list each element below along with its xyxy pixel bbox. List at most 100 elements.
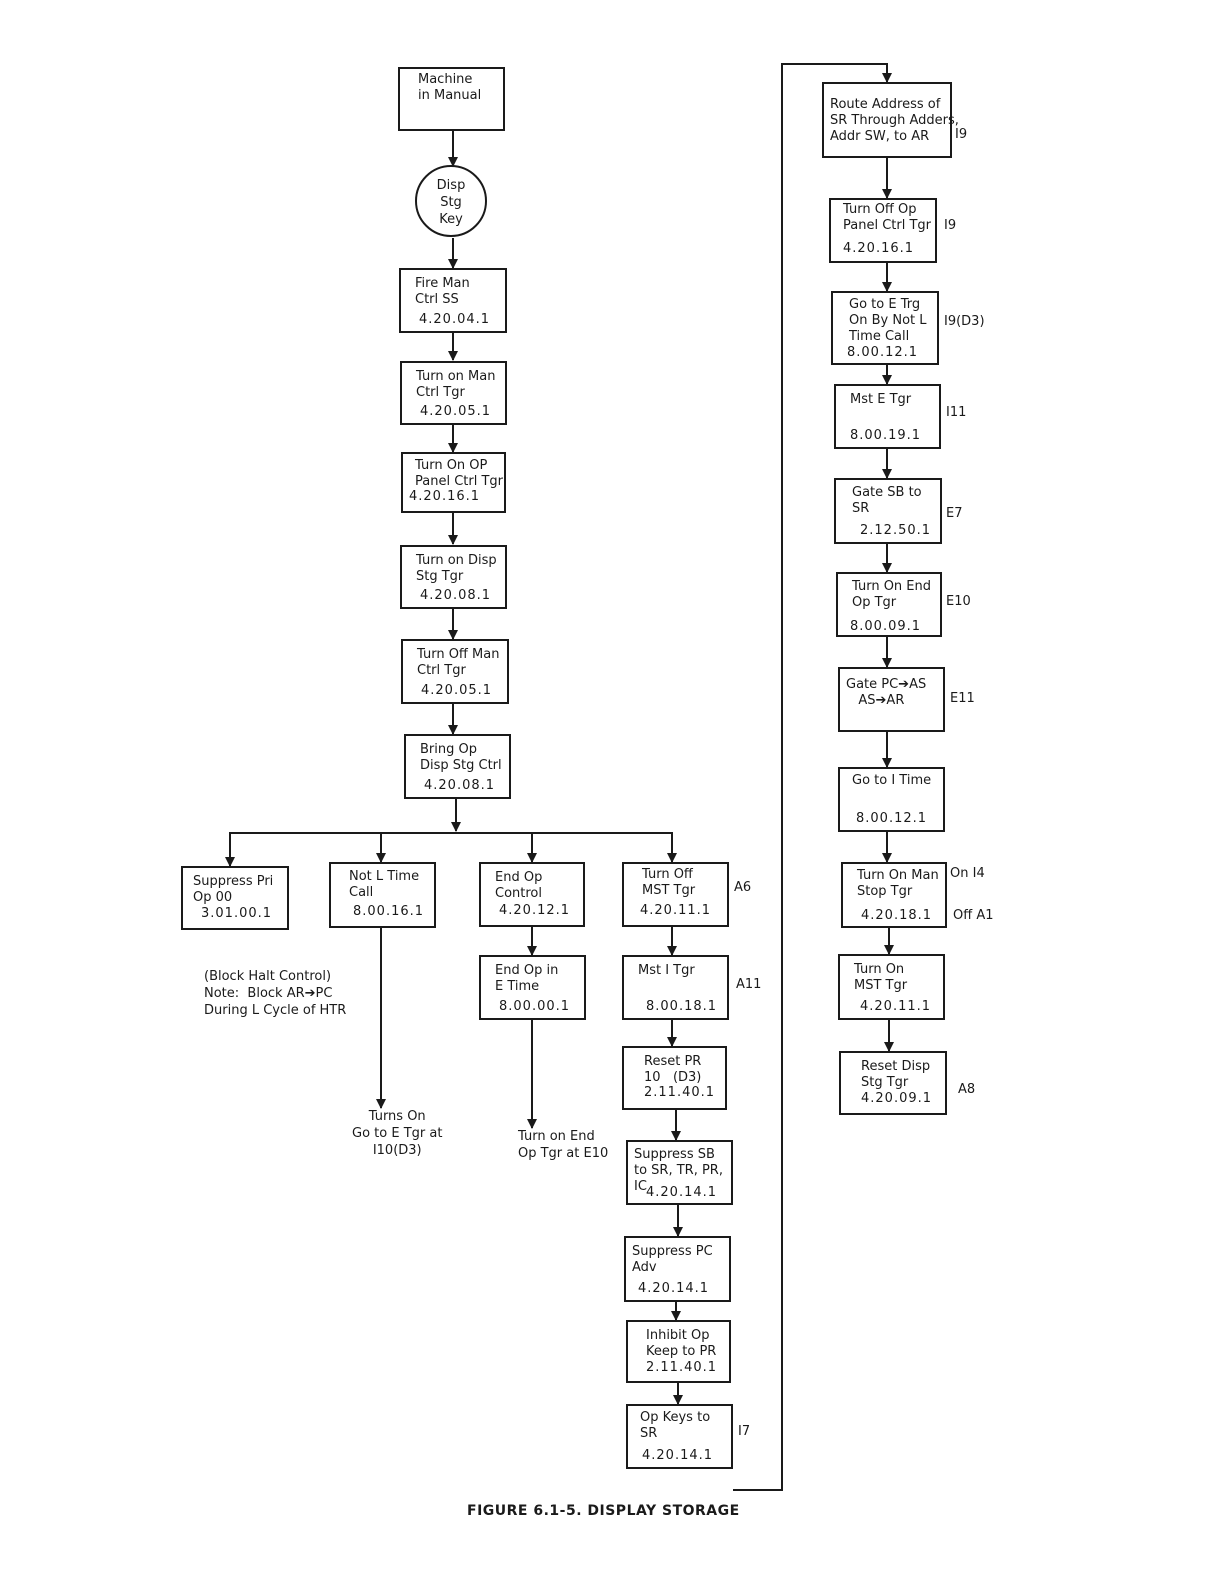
step-code: 8.00.09.1: [850, 619, 922, 634]
step-mst-e-tgr: Mst E Tgr 8.00.19.1: [834, 384, 941, 449]
step-code: 8.00.16.1: [353, 904, 425, 919]
step-suppress-pc: Suppress PC Adv 4.20.14.1: [624, 1236, 731, 1302]
step-text: Not L Time Call: [349, 869, 420, 900]
step-text: Suppress SB to SR, TR, PR, IC: [634, 1147, 723, 1194]
step-code: 3.01.00.1: [201, 906, 273, 921]
ref-label: I9(D3): [944, 314, 985, 329]
step-text: End Op in E Time: [495, 963, 559, 994]
step-turn-off-man-ctrl: Turn Off Man Ctrl Tgr 4.20.05.1: [401, 639, 509, 704]
step-text: Go to E Trg On By Not L Time Call: [849, 297, 927, 344]
ref-label-off: Off A1: [953, 908, 994, 923]
step-code: 4.20.09.1: [861, 1091, 933, 1106]
step-code: 4.20.16.1: [843, 241, 915, 256]
step-code: 4.20.14.1: [642, 1448, 714, 1463]
step-turn-on-op-panel: Turn On OP Panel Ctrl Tgr 4.20.16.1: [401, 452, 506, 513]
step-code: 8.00.18.1: [646, 999, 718, 1014]
step-turn-on-mst: Turn On MST Tgr 4.20.11.1: [838, 954, 945, 1020]
step-text: Turn on Man Ctrl Tgr: [416, 369, 496, 400]
step-suppress-pri: Suppress Pri Op 00 3.01.00.1: [181, 866, 289, 930]
step-reset-pr: Reset PR 10 (D3) 2.11.40.1: [622, 1046, 727, 1110]
step-code: 4.20.11.1: [860, 999, 932, 1014]
step-gate-sb-to-sr: Gate SB to SR 2.12.50.1: [834, 478, 942, 544]
step-code: 4.20.14.1: [646, 1185, 718, 1200]
step-turn-on-man-stop: Turn On Man Stop Tgr 4.20.18.1: [841, 862, 947, 928]
step-text: Reset Disp Stg Tgr: [861, 1059, 931, 1090]
step-not-l-time-call: Not L Time Call 8.00.16.1: [329, 862, 436, 928]
step-code: 8.00.12.1: [847, 345, 919, 360]
turns-on-note: Turns On Go to E Tgr at I10(D3): [352, 1109, 443, 1158]
turn-on-end-note: Turn on End Op Tgr at E10: [518, 1129, 609, 1161]
ref-label-on: On I4: [950, 866, 985, 881]
figure-caption: FIGURE 6.1-5. DISPLAY STORAGE: [467, 1503, 740, 1519]
ref-label: E11: [950, 691, 975, 706]
step-code: 4.20.12.1: [499, 903, 571, 918]
step-code: 4.20.08.1: [424, 778, 496, 793]
step-text: Turn On End Op Tgr: [852, 579, 932, 610]
step-code: 4.20.14.1: [638, 1281, 710, 1296]
step-text: Turn Off Op Panel Ctrl Tgr: [843, 202, 932, 233]
step-reset-disp-stg: Reset Disp Stg Tgr 4.20.09.1: [839, 1051, 947, 1115]
start-box: Machine in Manual: [398, 67, 505, 131]
ref-label: I9: [944, 218, 957, 233]
step-turn-off-op-panel: Turn Off Op Panel Ctrl Tgr 4.20.16.1: [829, 198, 937, 263]
step-go-to-i-time: Go to I Time 8.00.12.1: [838, 767, 945, 832]
step-text: Gate SB to SR: [852, 485, 922, 516]
step-text: Turn on Disp Stg Tgr: [416, 553, 497, 584]
step-text: Inhibit Op Keep to PR: [646, 1328, 717, 1359]
disp-stg-key-circle: Disp Stg Key: [415, 165, 487, 237]
step-text: Turn On MST Tgr: [854, 962, 908, 993]
step-end-op-e-time: End Op in E Time 8.00.00.1: [479, 955, 586, 1020]
step-inhibit-op: Inhibit Op Keep to PR 2.11.40.1: [626, 1320, 731, 1383]
step-text: Turn Off Man Ctrl Tgr: [417, 647, 500, 678]
step-op-keys: Op Keys to SR 4.20.14.1: [626, 1404, 733, 1469]
step-fire-man-ctrl: Fire Man Ctrl SS 4.20.04.1: [399, 268, 507, 333]
step-turn-on-disp-stg: Turn on Disp Stg Tgr 4.20.08.1: [400, 545, 507, 609]
step-code: 4.20.04.1: [419, 312, 491, 327]
step-text: Mst I Tgr: [638, 963, 695, 978]
step-text: Reset PR 10 (D3): [644, 1054, 702, 1085]
step-code: 4.20.16.1: [409, 489, 481, 504]
step-code: 4.20.11.1: [640, 903, 712, 918]
step-code: 4.20.08.1: [420, 588, 492, 603]
step-text: Op Keys to SR: [640, 1410, 711, 1441]
ref-label: I7: [738, 1424, 751, 1439]
step-code: 8.00.19.1: [850, 428, 922, 443]
step-bring-op: Bring Op Disp Stg Ctrl 4.20.08.1: [404, 734, 511, 799]
block-halt-note: (Block Halt Control) Note: Block AR➔PC D…: [204, 969, 347, 1018]
step-go-to-e-trg: Go to E Trg On By Not L Time Call 8.00.1…: [831, 291, 939, 365]
ref-label: A6: [734, 880, 752, 895]
ref-label: A11: [736, 977, 762, 992]
step-text: Suppress Pri Op 00: [193, 874, 274, 905]
step-text: Gate PC➔AS AS➔AR: [846, 677, 927, 708]
ref-label: I9: [955, 127, 968, 142]
step-text: Route Address of SR Through Adders, Addr…: [830, 97, 959, 144]
step-code: 8.00.00.1: [499, 999, 571, 1014]
step-turn-on-man-ctrl: Turn on Man Ctrl Tgr 4.20.05.1: [400, 361, 507, 425]
step-suppress-sb: Suppress SB to SR, TR, PR, IC 4.20.14.1: [626, 1140, 733, 1205]
step-code: 2.11.40.1: [646, 1360, 718, 1375]
step-gate-pc-as: Gate PC➔AS AS➔AR: [838, 667, 945, 732]
step-code: 4.20.05.1: [420, 404, 492, 419]
ref-label: A8: [958, 1082, 976, 1097]
step-route-address: Route Address of SR Through Adders, Addr…: [822, 82, 959, 158]
step-text: Go to I Time: [852, 773, 932, 788]
step-text: Bring Op Disp Stg Ctrl: [420, 742, 502, 773]
ref-label: E10: [946, 594, 971, 609]
step-code: 4.20.05.1: [421, 683, 493, 698]
ref-label: I11: [946, 405, 967, 420]
ref-label: E7: [946, 506, 963, 521]
step-text: Turn Off MST Tgr: [642, 867, 696, 898]
step-end-op-control: End Op Control 4.20.12.1: [479, 862, 585, 927]
disp-stg-key-label: Disp Stg Key: [436, 178, 466, 227]
step-text: Mst E Tgr: [850, 392, 912, 407]
step-code: 2.11.40.1: [644, 1085, 716, 1100]
step-code: 4.20.18.1: [861, 908, 933, 923]
step-turn-off-mst: Turn Off MST Tgr 4.20.11.1: [622, 862, 729, 927]
step-text: Turn On Man Stop Tgr: [857, 868, 939, 899]
step-mst-i-tgr: Mst I Tgr 8.00.18.1: [622, 955, 729, 1020]
step-code: 8.00.12.1: [856, 811, 928, 826]
step-text: Fire Man Ctrl SS: [415, 276, 470, 307]
step-text: End Op Control: [495, 870, 543, 901]
step-text: Turn On OP Panel Ctrl Tgr: [415, 458, 504, 489]
